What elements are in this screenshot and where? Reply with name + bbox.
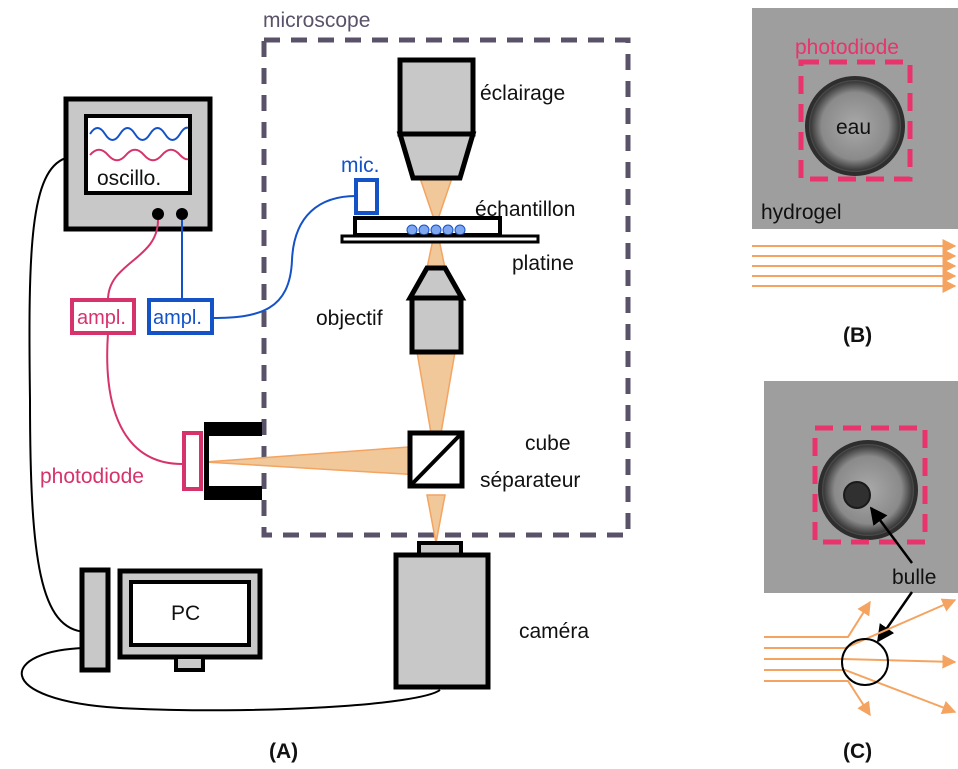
cable-osc-pc	[28, 157, 87, 633]
light-beam-to-camera	[426, 494, 446, 544]
oscilloscope-knob-right	[176, 208, 188, 220]
scattered-rays-c	[764, 598, 957, 717]
objectif-label: objectif	[316, 307, 383, 330]
eclairage-label: éclairage	[480, 82, 565, 105]
illumination-condenser	[396, 131, 477, 181]
caption-c: (C)	[843, 740, 872, 763]
oscilloscope-knob-left	[152, 208, 164, 220]
mic-label: mic.	[341, 154, 380, 177]
oscilloscope-screen	[84, 114, 192, 195]
camera-label: caméra	[519, 620, 589, 643]
bulle-pointer-scheme	[876, 591, 914, 643]
pc-screen	[129, 580, 251, 647]
beam-splitter-diagonal	[410, 433, 462, 486]
caption-a: (A)	[269, 740, 298, 763]
cube-label-1: cube	[525, 432, 571, 455]
oscilloscope-pink-trace	[89, 148, 189, 162]
microscope-label: microscope	[263, 9, 370, 32]
cable-pc-camera	[20, 647, 441, 712]
photodiode-mount-bottom	[204, 486, 262, 500]
pc-monitor-stand	[174, 655, 205, 672]
pc-label: PC	[171, 602, 200, 625]
light-beam-to-photodiode	[204, 444, 437, 477]
caption-b: (B)	[843, 324, 872, 347]
photodiode-label: photodiode	[40, 465, 144, 488]
photodiode-zone-b	[798, 59, 913, 182]
cable-pink-amp-photodiode	[106, 332, 185, 466]
photodiode-mount-top	[204, 422, 262, 436]
ampl-pink-label: ampl.	[77, 307, 126, 329]
cube-label-2: séparateur	[480, 469, 580, 492]
cable-blue-amp-mic	[211, 195, 357, 319]
camera-body	[393, 552, 491, 690]
amplifier-pink	[70, 298, 136, 335]
hydrogel-label: hydrogel	[761, 201, 842, 224]
photodiode-mount-side	[204, 422, 209, 500]
oscilloscope-blue-trace	[89, 126, 189, 141]
bubble-scheme	[841, 638, 889, 686]
bulle-pointer-image	[869, 506, 914, 564]
sample-beads	[406, 224, 466, 236]
parallel-rays-b	[752, 239, 957, 293]
microphone	[354, 178, 379, 215]
stage	[340, 234, 540, 244]
cable-pink-osc-amp	[107, 219, 159, 301]
ampl-blue-label: ampl.	[153, 307, 202, 329]
oscillo-label: oscillo.	[97, 167, 161, 190]
pc-tower	[79, 567, 111, 673]
microscope-frame	[261, 37, 631, 538]
eau-label: eau	[836, 116, 871, 139]
bubble-in-droplet	[843, 481, 871, 509]
echantillon-label: échantillon	[475, 198, 575, 221]
platine-label: platine	[512, 252, 574, 275]
photodiode-zone-label: photodiode	[795, 36, 899, 59]
photodiode-sensor	[182, 431, 203, 491]
illumination-body	[397, 57, 476, 137]
bulle-label: bulle	[892, 566, 936, 589]
water-droplet-b	[805, 76, 905, 176]
objective-body	[409, 295, 464, 355]
amplifier-blue	[147, 298, 214, 335]
objective-top	[405, 265, 467, 301]
